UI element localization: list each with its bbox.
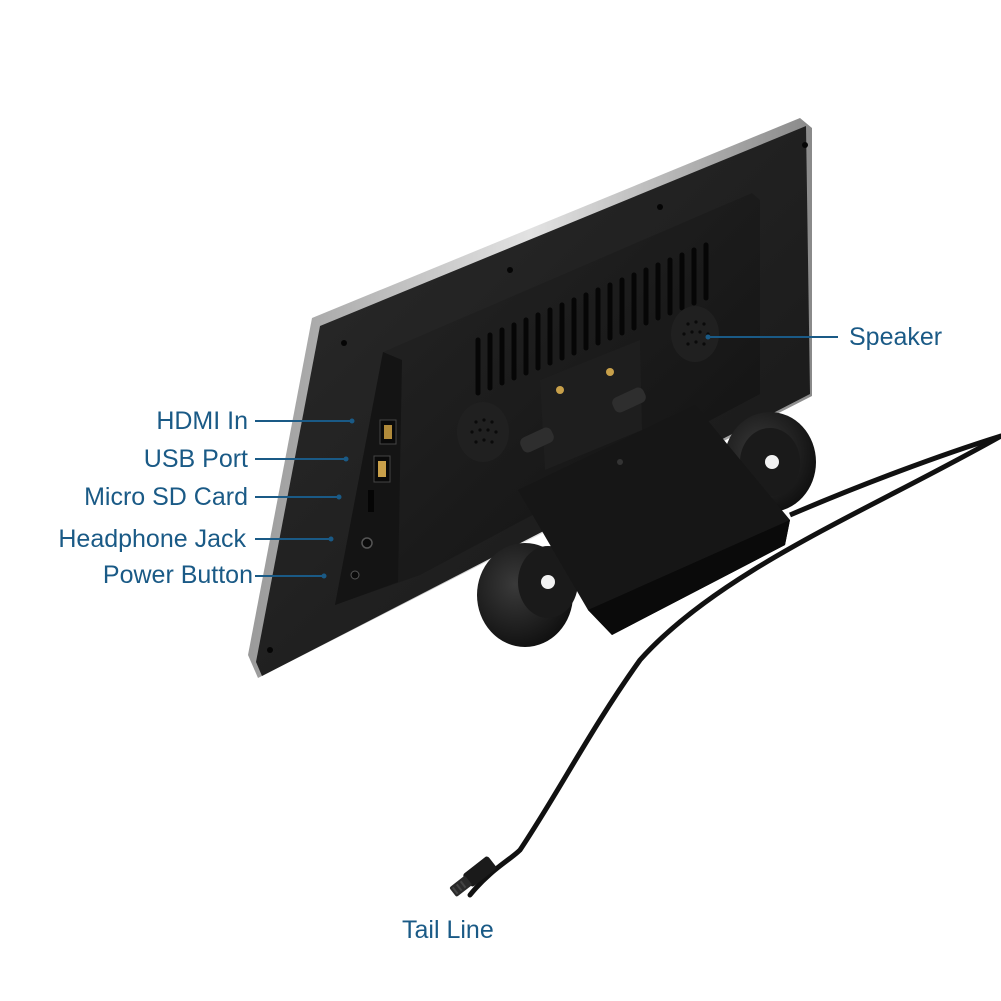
label-micro-sd-card: Micro SD Card — [84, 483, 248, 511]
label-headphone-jack: Headphone Jack — [58, 525, 246, 553]
sd-card-slot — [368, 490, 374, 512]
hdmi-port-pin — [384, 425, 392, 439]
port-side-face — [335, 352, 402, 605]
headphone-jack-port — [361, 537, 373, 549]
rear-housing — [335, 193, 760, 605]
label-hdmi-in: HDMI In — [156, 407, 248, 435]
label-tail-line: Tail Line — [402, 916, 494, 944]
tail-line-connector — [449, 856, 496, 897]
leader-lines — [255, 334, 838, 579]
mounting-bracket — [477, 387, 816, 647]
vent-grille — [475, 242, 709, 396]
right-cable-upper — [789, 433, 1001, 518]
mount-plate — [540, 340, 642, 470]
power-button-port — [350, 570, 360, 580]
panel-screws — [267, 142, 808, 653]
label-usb-port: USB Port — [143, 445, 248, 473]
upper-cable — [640, 595, 1001, 760]
label-speaker: Speaker — [849, 323, 943, 351]
tail-line-cable — [467, 433, 1001, 898]
power-cable — [700, 598, 1001, 760]
ports — [350, 419, 397, 580]
speaker-grille-left — [457, 402, 509, 462]
usb-port-tab — [378, 461, 386, 477]
label-power-button: Power Button — [102, 561, 253, 589]
speaker-grille-right — [671, 306, 719, 362]
